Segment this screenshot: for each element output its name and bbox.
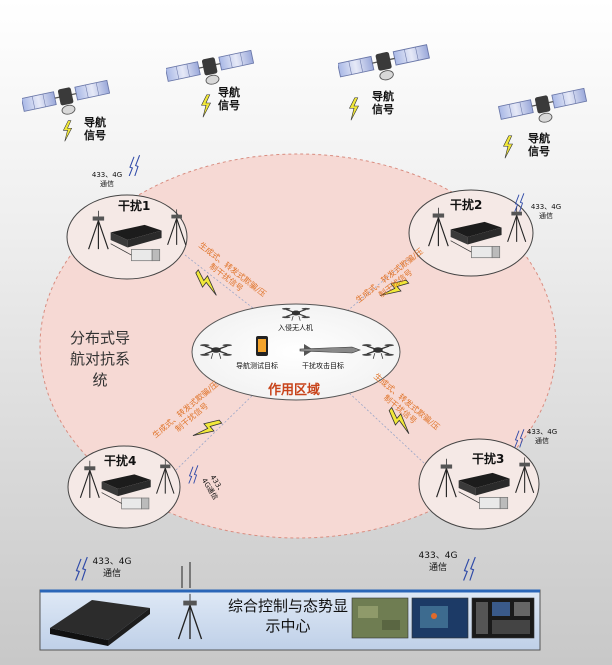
comm-signal-icon — [74, 556, 88, 582]
target-intruder-drone-label: 入侵无人机 — [278, 324, 313, 332]
missile-icon — [299, 344, 361, 356]
screen-map-2 — [411, 597, 469, 639]
screen-dashboard — [471, 597, 535, 639]
signal-bolt-icon — [349, 97, 359, 121]
signal-bolt-icon — [503, 135, 513, 159]
phone-icon — [256, 336, 268, 356]
jammer-2-title: 干扰2 — [450, 198, 483, 212]
satellite-3-icon — [338, 42, 430, 88]
bottom-comm-left-label: 433、4G通信 — [92, 557, 132, 579]
satellite-1-label: 导航信号 — [84, 116, 106, 142]
jammer-1-title: 干扰1 — [118, 199, 151, 213]
satellite-2-label: 导航信号 — [218, 86, 240, 112]
satellite-3-label: 导航信号 — [372, 90, 394, 116]
satellite-4-label: 导航信号 — [528, 132, 550, 158]
connection-lines — [175, 254, 425, 471]
signal-bolt-icon — [201, 94, 211, 118]
target-jamming-attack-label: 干扰攻击目标 — [302, 362, 344, 370]
effect-area — [191, 303, 401, 401]
comm-signal-icon — [128, 154, 141, 176]
control-center-title: 综合控制与态势显示中心 — [228, 597, 349, 635]
target-navigation-test-label: 导航测试目标 — [236, 362, 278, 370]
effect-area-title: 作用区域 — [268, 383, 321, 398]
jammer-3-comm-label: 433、4G通信 — [526, 428, 558, 445]
screen-map-1 — [351, 597, 409, 639]
jammer-1-comm-label: 433、4G通信 — [91, 171, 123, 188]
jammer-2-comm-label: 433、4G通信 — [530, 203, 562, 220]
system-name: 分布式导航对抗系统 — [70, 329, 131, 389]
bottom-comm-right-label: 433、4G通信 — [418, 551, 458, 573]
jammer-4-title: 干扰4 — [104, 454, 137, 468]
satellite-4-icon — [498, 86, 588, 130]
comm-signal-icon — [462, 556, 476, 582]
signal-bolt-icon — [63, 120, 72, 142]
jammer-3-title: 干扰3 — [472, 452, 505, 466]
laptop-icon — [50, 600, 150, 646]
